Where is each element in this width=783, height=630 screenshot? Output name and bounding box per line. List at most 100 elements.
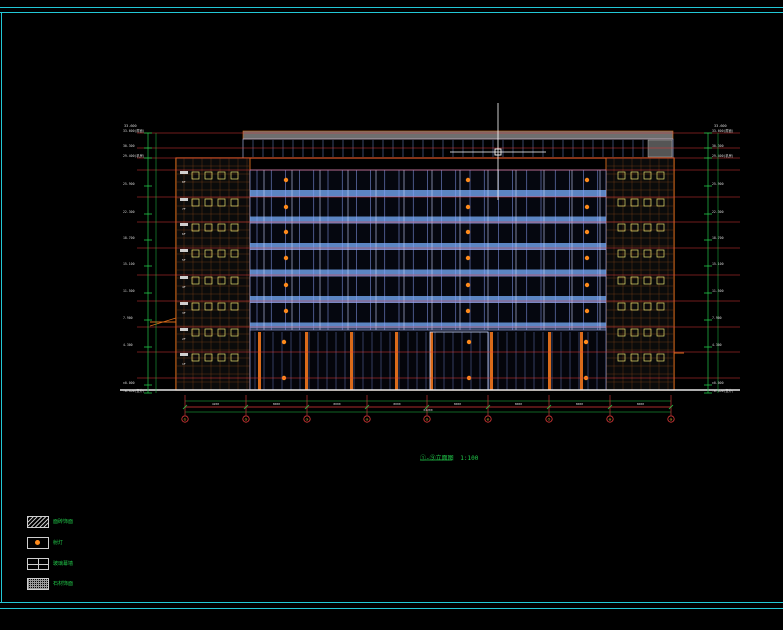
spot-light	[465, 177, 471, 183]
spot-light	[465, 308, 471, 314]
drawing-title-text: ①-⑨立面图	[420, 455, 454, 462]
grid-axis-label: ②	[245, 418, 248, 422]
pier-window	[617, 353, 626, 362]
level-label-right: -0.450(室外)	[712, 388, 734, 393]
pier-window	[230, 249, 239, 258]
dimension-tick	[485, 404, 491, 410]
pier-window	[630, 353, 639, 362]
floor-tag-text: 4F	[182, 285, 186, 289]
bay-dimension-text: 8000	[637, 402, 644, 406]
glass-spandrel-band	[250, 296, 606, 302]
bay-dimension-text: 8000	[576, 402, 583, 406]
pier-window	[643, 198, 652, 207]
floor-tag-plate	[180, 249, 188, 252]
glass-grid-swatch-icon	[27, 558, 49, 570]
legend-label: 面砖饰面	[53, 519, 74, 525]
dimension-tick	[424, 404, 430, 410]
floor-tag-plate	[180, 353, 188, 356]
grid-axis-label: ⑨	[670, 418, 673, 422]
entrance-column	[305, 332, 308, 390]
level-label-left: 4.300	[123, 343, 133, 347]
pier-window	[230, 198, 239, 207]
spot-light	[283, 255, 289, 261]
pier-window	[230, 302, 239, 311]
entrance-column	[350, 332, 353, 390]
pier-window	[617, 276, 626, 285]
legend-item-stone: 石材饰面	[27, 578, 137, 590]
floor-tag-plate	[180, 328, 188, 331]
total-dimension-text: 64200	[423, 408, 432, 412]
pier-window	[204, 353, 213, 362]
floor-tag-text: 1F	[182, 362, 186, 366]
legend-item-glass: 玻璃幕墙	[27, 558, 137, 570]
dimension-tick	[304, 404, 310, 410]
stone-swatch-icon	[27, 578, 49, 590]
pier-window	[630, 276, 639, 285]
pier-window	[191, 276, 200, 285]
ground-floor-glazing	[249, 329, 607, 391]
level-label-right: 25.900	[712, 182, 724, 186]
grid-axis-label: ⑤	[426, 418, 429, 422]
pier-window	[617, 249, 626, 258]
pier-window	[656, 353, 665, 362]
pier-window	[617, 198, 626, 207]
grid-axis-bubble	[667, 415, 675, 423]
pier-window	[204, 198, 213, 207]
spot-light	[584, 308, 590, 314]
pier-window	[217, 328, 226, 337]
drawing-scale-text: 1:100	[460, 455, 479, 462]
pier-window	[656, 302, 665, 311]
frame-bottom-line	[0, 602, 783, 603]
level-label-top-right: 33.600	[714, 124, 727, 128]
level-label-right: ±0.000	[712, 381, 724, 385]
spot-light	[283, 308, 289, 314]
spot-light	[466, 339, 472, 345]
pier-window	[643, 249, 652, 258]
level-label-left: 29.400(机房)	[123, 153, 145, 158]
floor-tag-text: 8F	[182, 180, 186, 184]
pier-window	[230, 223, 239, 232]
pier-window	[217, 302, 226, 311]
level-label-right: 22.300	[712, 210, 724, 214]
level-label-right: 7.900	[712, 316, 722, 320]
entrance-column	[548, 332, 551, 390]
pier-window	[204, 249, 213, 258]
spot-light	[465, 229, 471, 235]
level-label-right: 11.500	[712, 289, 724, 293]
grid-axis-bubble	[423, 415, 431, 423]
pier-window	[204, 276, 213, 285]
dimension-tick	[243, 404, 249, 410]
floor-tag-plate	[180, 171, 188, 174]
pier-window	[230, 328, 239, 337]
spot-light	[283, 282, 289, 288]
pier-window	[191, 249, 200, 258]
level-label-left: 22.300	[123, 210, 135, 214]
spot-light	[281, 339, 287, 345]
pier-window	[656, 171, 665, 180]
floor-tag-plate	[180, 276, 188, 279]
legend-item-light: 射灯	[27, 537, 137, 549]
spot-light	[283, 229, 289, 235]
pier-window	[656, 249, 665, 258]
level-label-top-left: 33.600	[124, 124, 137, 128]
pier-window	[217, 249, 226, 258]
spot-light	[584, 177, 590, 183]
pier-window	[217, 198, 226, 207]
pier-window	[630, 249, 639, 258]
grid-axis-label: ③	[306, 418, 309, 422]
entrance-column	[580, 332, 583, 390]
glass-spandrel-band	[250, 216, 606, 223]
dimension-tick	[668, 404, 674, 410]
grid-axis-bubble	[484, 415, 492, 423]
left-canopy-brace	[149, 317, 177, 327]
pier-window	[630, 198, 639, 207]
spot-light	[465, 255, 471, 261]
stair-core-hatch	[647, 139, 673, 158]
floor-tag-text: 5F	[182, 258, 186, 262]
entrance-column	[258, 332, 261, 390]
pier-window	[191, 328, 200, 337]
pier-window	[630, 171, 639, 180]
pier-window	[191, 302, 200, 311]
pier-window	[617, 302, 626, 311]
